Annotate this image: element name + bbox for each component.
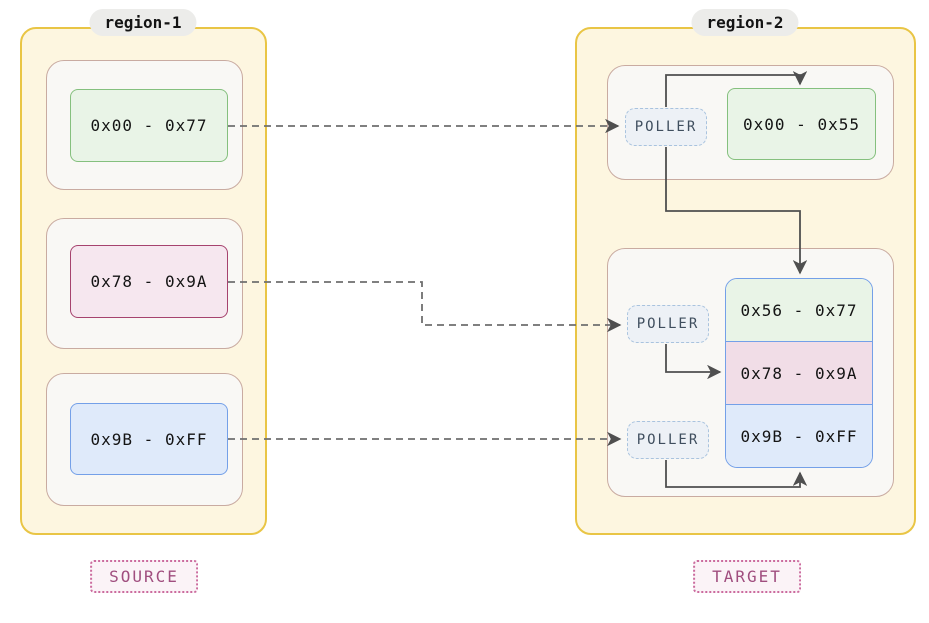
poller-2: POLLER [627,305,709,343]
arrow-source2-to-poller2 [228,281,622,333]
target-block-0x78-0x9A: 0x78 - 0x9A [726,341,872,404]
target-block-0x00-0x55: 0x00 - 0x55 [727,88,876,160]
target-tag: TARGET [693,560,801,593]
region-1-title: region-1 [89,9,197,36]
target-block-0x9B-0xFF: 0x9B - 0xFF [726,404,872,467]
poller-1: POLLER [625,108,707,146]
source-block-0x78-0x9A: 0x78 - 0x9A [70,245,228,318]
source-block-0x9B-0xFF: 0x9B - 0xFF [70,403,228,475]
region-2-title: region-2 [691,9,799,36]
poller-3: POLLER [627,421,709,459]
source-tag: SOURCE [90,560,198,593]
target-block-0x56-0x77: 0x56 - 0x77 [726,279,872,341]
target-stacked-block: 0x56 - 0x77 0x78 - 0x9A 0x9B - 0xFF [725,278,873,468]
source-block-0x00-0x77: 0x00 - 0x77 [70,89,228,162]
